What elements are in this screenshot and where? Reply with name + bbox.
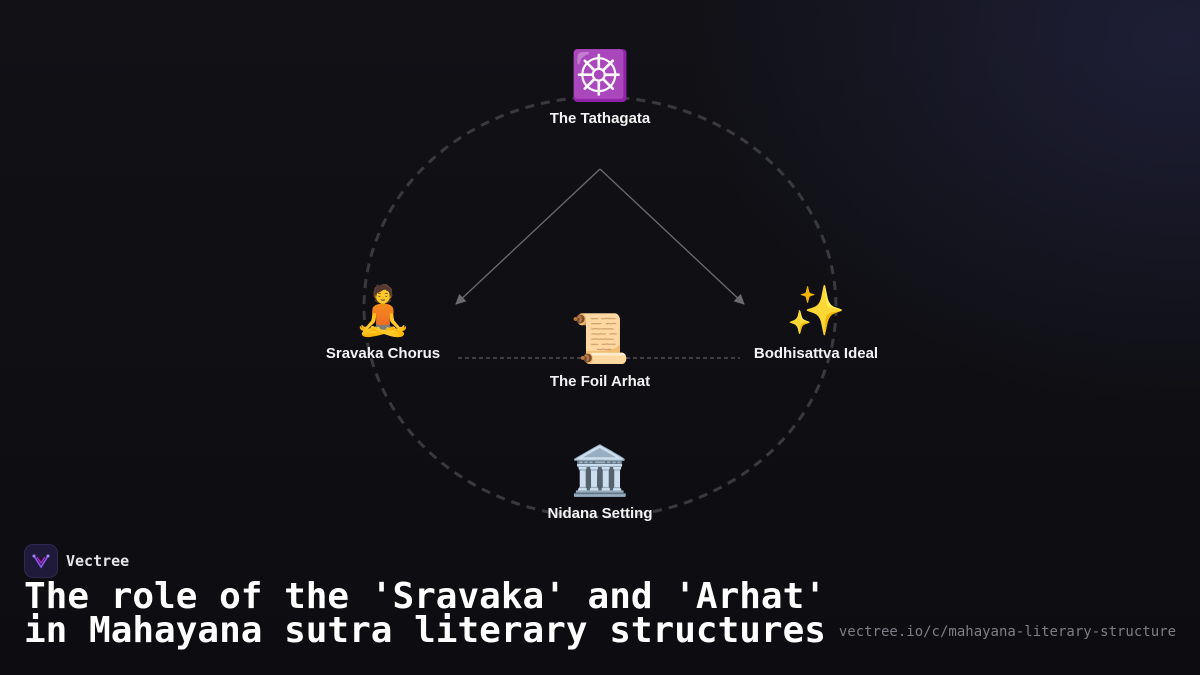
node-sravaka[interactable]: 🧘 Sravaka Chorus (273, 283, 493, 362)
scroll-icon: 📜 (570, 311, 630, 367)
source-url[interactable]: vectree.io/c/mahayana-literary-structure (838, 624, 1176, 640)
node-label-sravaka: Sravaka Chorus (325, 345, 441, 362)
title-line-2: in Mahayana sutra literary structures (24, 610, 826, 651)
dharma-wheel-icon: ☸️ (570, 48, 630, 104)
node-tathagata[interactable]: ☸️ The Tathagata (490, 48, 710, 127)
edge-tathagata-to-sravaka (455, 168, 601, 305)
page-title: The role of the 'Sravaka' and 'Arhat' in… (24, 579, 826, 651)
node-nidana[interactable]: 🏛️ Nidana Setting (490, 443, 710, 522)
node-bodhisattva[interactable]: ✨ Bodhisattva Ideal (706, 283, 926, 362)
node-label-arhat: The Foil Arhat (549, 373, 651, 390)
title-line-1: The role of the 'Sravaka' and 'Arhat' (24, 576, 826, 617)
vectree-logo-icon (24, 544, 58, 578)
node-label-bodhisattva: Bodhisattva Ideal (753, 345, 879, 362)
meditating-person-icon: 🧘 (353, 283, 413, 339)
sparkles-icon: ✨ (786, 283, 846, 339)
node-arhat[interactable]: 📜 The Foil Arhat (490, 311, 710, 390)
cycle-outline (362, 95, 838, 519)
brand[interactable]: Vectree (24, 544, 129, 578)
node-label-nidana: Nidana Setting (547, 505, 653, 522)
node-label-tathagata: The Tathagata (549, 110, 651, 127)
edge-tathagata-to-bodhisattva (599, 168, 745, 305)
brand-name: Vectree (66, 552, 130, 570)
classical-building-icon: 🏛️ (570, 443, 630, 499)
